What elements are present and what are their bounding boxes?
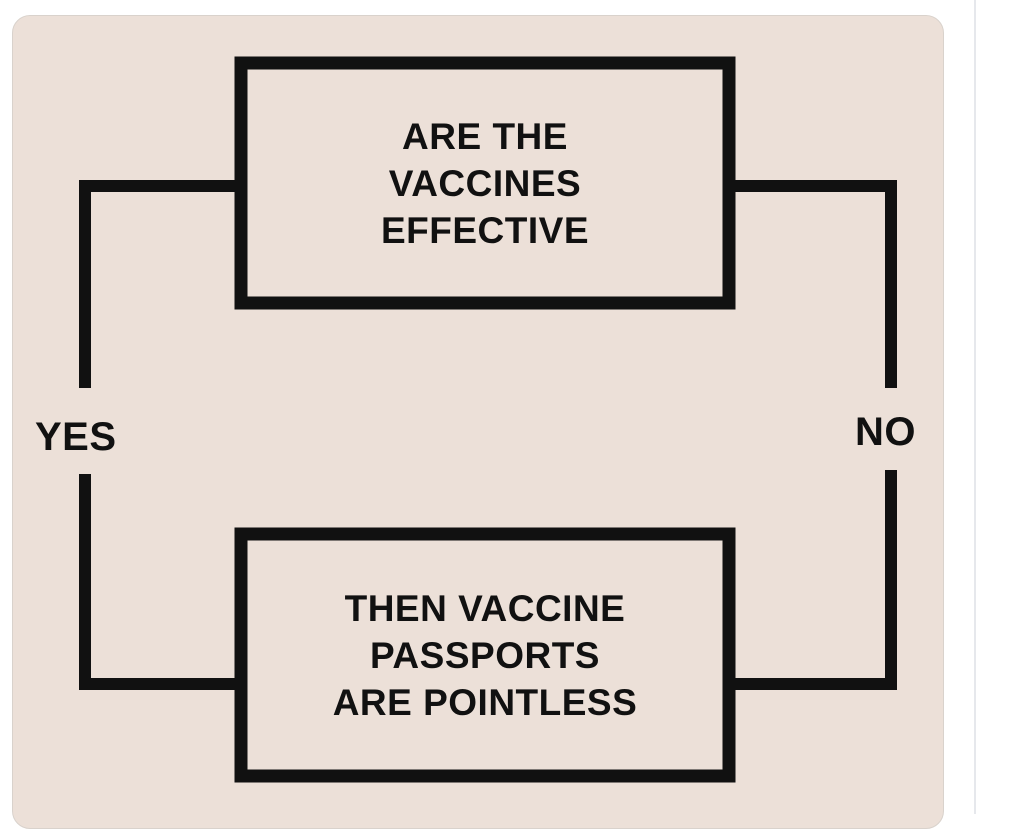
left-connector-lower — [79, 474, 235, 690]
top-box-line-2: VACCINES — [388, 162, 582, 204]
panel-divider — [974, 0, 976, 814]
bottom-box-conclusion: THEN VACCINE PASSPORTS ARE POINTLESS — [248, 541, 722, 769]
bottom-box-outline — [234, 527, 736, 783]
no-label: NO — [855, 410, 916, 454]
left-connector-upper — [79, 180, 235, 388]
top-box-outline — [234, 56, 736, 310]
bottom-box-line-2: PASSPORTS — [370, 634, 600, 676]
yes-label: YES — [35, 415, 117, 459]
flowchart-lines — [79, 56, 897, 783]
right-connector-lower — [735, 470, 897, 690]
bottom-box-line-1: THEN VACCINE — [344, 587, 626, 629]
flowchart-image: ARE THE VACCINES EFFECTIVE THEN VACCINE … — [12, 15, 944, 829]
top-box-line-1: ARE THE — [402, 115, 568, 157]
bottom-box-line-3: ARE POINTLESS — [332, 681, 638, 723]
top-box-question: ARE THE VACCINES EFFECTIVE — [248, 70, 722, 296]
top-box-line-3: EFFECTIVE — [380, 209, 590, 251]
right-connector-upper — [735, 180, 897, 388]
